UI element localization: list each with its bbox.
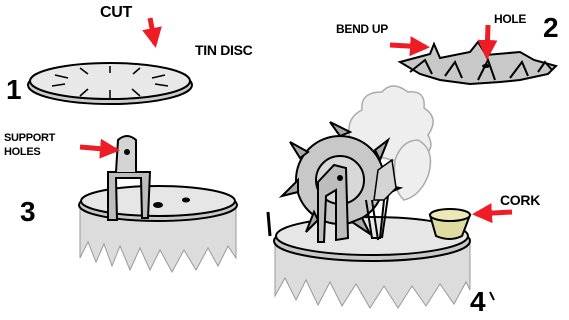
- tin-disc-illustration: [27, 62, 193, 105]
- step-1-number: 1: [6, 74, 22, 105]
- cork-label: CORK: [500, 192, 541, 208]
- step-2-number: 2: [543, 12, 559, 43]
- support-holes-label-line1: SUPPORT: [4, 132, 56, 144]
- cut-label: CUT: [100, 4, 132, 21]
- bend-up-label: BEND UP: [336, 22, 388, 36]
- support-holes-label-line2: HOLES: [4, 146, 41, 158]
- cut-arrow: [142, 17, 162, 48]
- bent-disc-illustration: [397, 40, 558, 86]
- can-with-support-illustration: [78, 135, 238, 274]
- assembled-turbine-illustration: [266, 85, 495, 309]
- hole-arrow: [477, 24, 498, 60]
- support-holes-arrow: [79, 138, 120, 159]
- step-4-number: 4: [470, 286, 486, 317]
- bend-up-arrow: [389, 36, 430, 57]
- step-3-number: 3: [20, 196, 36, 227]
- tin-disc-label: TIN DISC: [195, 42, 253, 58]
- hole-label: HOLE: [494, 12, 527, 26]
- cork-arrow: [472, 203, 513, 224]
